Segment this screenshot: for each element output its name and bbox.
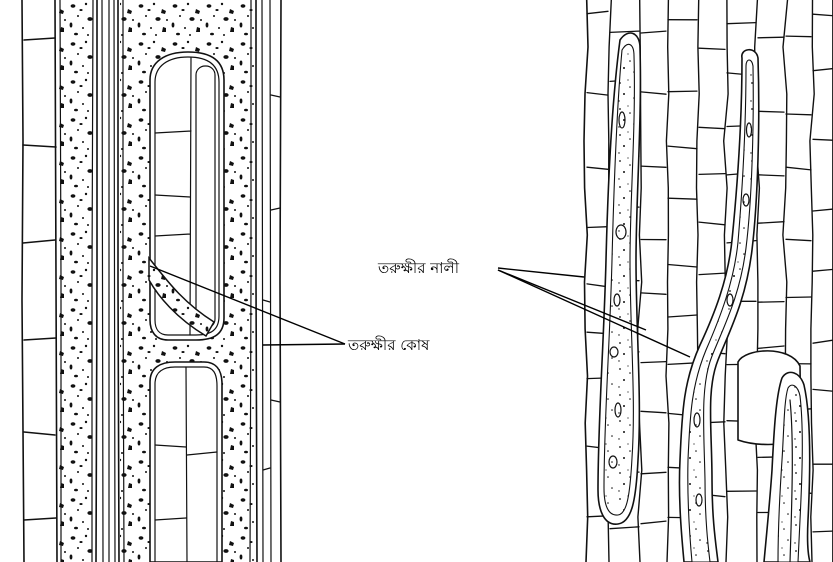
parenchyma-cell-wall [786,36,811,37]
label-latex-vessel: তরুক্ষীর নালী [377,259,460,277]
parenchyma-cell-wall [699,174,725,175]
parenchyma-cell-wall [587,227,608,228]
parenchyma-cell-wall [786,114,811,115]
parenchyma-cell-wall [813,139,832,140]
parenchyma-cell-wall [786,297,811,298]
parenchyma-cell-wall [813,531,832,532]
parenchyma-cell-wall [758,37,784,38]
parenchyma-cell-wall [668,91,697,92]
latex-cell-column-1 [55,0,97,562]
left-panel-latex-cells [22,0,281,562]
parenchyma-cell-wall [758,302,784,303]
label-latex-cell: তরুক্ষীর কোষ [347,336,430,354]
parenchyma-cell-wall [758,111,784,112]
